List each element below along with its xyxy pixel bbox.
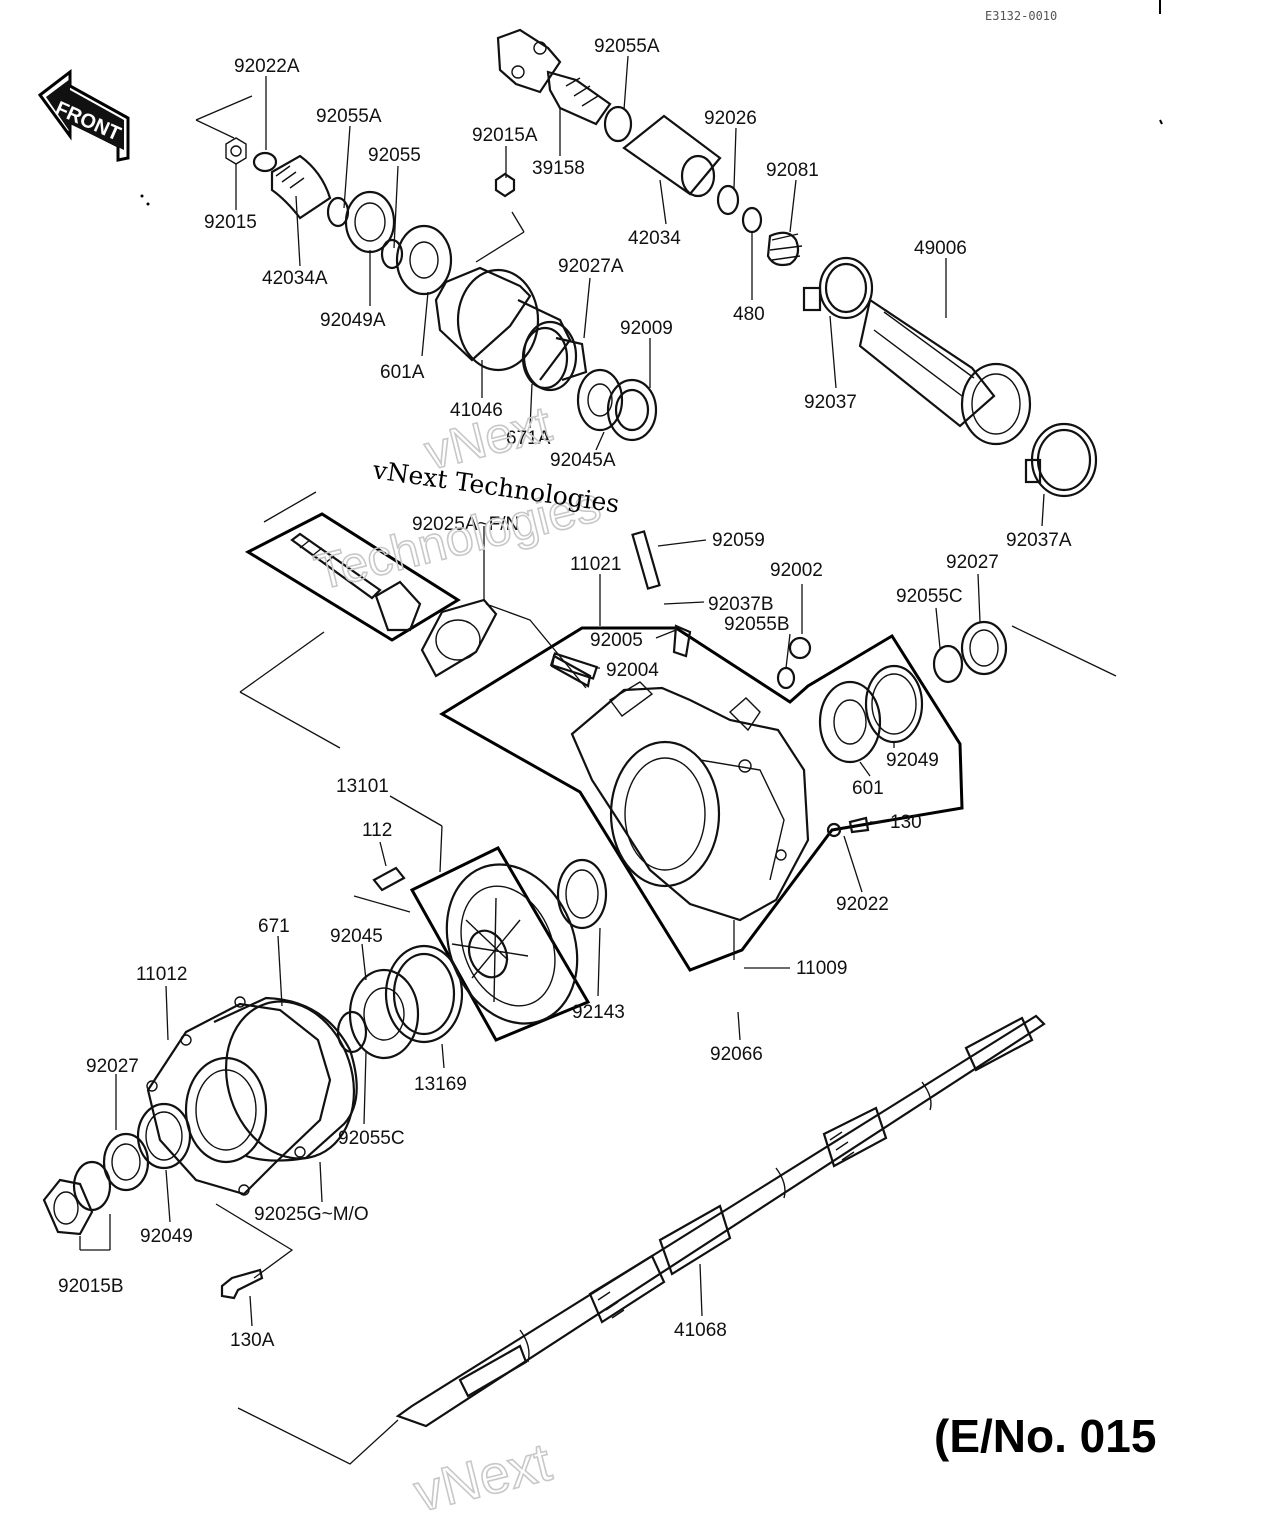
part-label: 601A bbox=[380, 362, 425, 383]
part-label: 92066 bbox=[710, 1044, 763, 1065]
part-label: 112 bbox=[362, 820, 392, 841]
pinion-gear-group bbox=[239, 491, 661, 749]
part-label: 92055A bbox=[594, 36, 660, 57]
part-label: 480 bbox=[733, 304, 765, 325]
part-label: 92015A bbox=[472, 125, 538, 146]
part-label: 92026 bbox=[704, 108, 757, 129]
part-label: 92049 bbox=[140, 1226, 193, 1247]
part-label: 92037A bbox=[1006, 530, 1072, 551]
part-label: 39158 bbox=[532, 158, 585, 179]
part-label: 92015 bbox=[204, 212, 257, 233]
output-shaft bbox=[237, 1014, 1046, 1465]
part-label: 11009 bbox=[796, 958, 847, 979]
part-label: 92005 bbox=[590, 630, 643, 651]
part-label: 92037B bbox=[708, 594, 774, 615]
parts-lower-left bbox=[42, 895, 464, 1300]
part-label: 92022 bbox=[836, 894, 889, 915]
part-label: 92055C bbox=[896, 586, 963, 607]
part-label: 92002 bbox=[770, 560, 823, 581]
part-label: 671 bbox=[258, 916, 290, 937]
part-label: 92059 bbox=[712, 530, 765, 551]
part-label: 92045 bbox=[330, 926, 383, 947]
part-label: 92055C bbox=[338, 1128, 405, 1149]
part-label: 671A bbox=[506, 428, 551, 449]
front-arrow-icon: FRONT bbox=[37, 68, 130, 162]
part-label: 130A bbox=[230, 1330, 275, 1351]
part-label: 92055A bbox=[316, 106, 382, 127]
engine-number: (E/No. 015 bbox=[934, 1410, 1156, 1462]
part-label: 92081 bbox=[766, 160, 819, 181]
ring-gear-group bbox=[372, 846, 608, 1042]
part-label: 41046 bbox=[450, 400, 503, 421]
part-label: 11021 bbox=[570, 554, 621, 575]
part-label: 601 bbox=[852, 778, 884, 799]
part-label: 92143 bbox=[572, 1002, 625, 1023]
part-label: 92055B bbox=[724, 614, 790, 635]
part-label: 92045A bbox=[550, 450, 616, 471]
watermark-text: vNext bbox=[408, 1432, 556, 1524]
part-label: 13169 bbox=[414, 1074, 467, 1095]
part-label: 92027 bbox=[86, 1056, 139, 1077]
part-label: 92037 bbox=[804, 392, 857, 413]
parts-upper-left bbox=[195, 95, 658, 442]
edge-marks bbox=[140, 0, 1163, 206]
part-label: 92027 bbox=[946, 552, 999, 573]
drawing-code: E3132-0010 bbox=[985, 9, 1057, 23]
part-label: 92022A bbox=[234, 56, 300, 77]
part-label: 92009 bbox=[620, 318, 673, 339]
part-label: 42034A bbox=[262, 268, 328, 289]
part-label: 13101 bbox=[336, 776, 389, 797]
leader-lines bbox=[79, 55, 1045, 1327]
part-label: 130 bbox=[890, 812, 922, 833]
part-label: 92025A~F/N bbox=[412, 514, 519, 535]
part-label: 42034 bbox=[628, 228, 681, 249]
part-label: 49006 bbox=[914, 238, 967, 259]
part-label: 92055 bbox=[368, 145, 421, 166]
part-label: 92049A bbox=[320, 310, 386, 331]
parts-top-center bbox=[496, 28, 1098, 498]
part-label: 92027A bbox=[558, 256, 624, 277]
part-label: 92025G~M/O bbox=[254, 1204, 369, 1225]
part-label: 92015B bbox=[58, 1276, 124, 1297]
part-label: 92004 bbox=[606, 660, 659, 681]
part-label: 11012 bbox=[136, 964, 187, 985]
part-label: 92049 bbox=[886, 750, 939, 771]
part-label: 41068 bbox=[674, 1320, 727, 1341]
part-labels: 92022A 92055A 92055 92015 42034A 92049A … bbox=[58, 36, 1072, 1351]
